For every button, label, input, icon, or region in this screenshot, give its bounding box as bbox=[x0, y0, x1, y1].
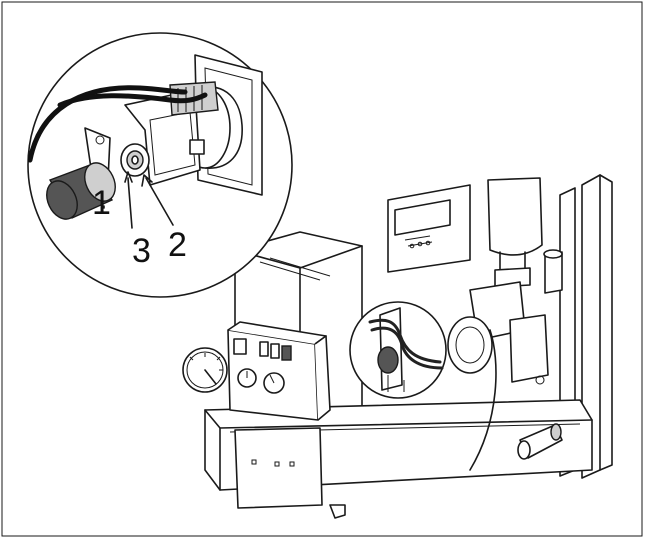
callout-label-1: 1 bbox=[92, 184, 111, 222]
boiler-unit bbox=[182, 174, 613, 519]
sensor-cable-1 bbox=[27, 85, 188, 163]
pressure-gauge bbox=[182, 347, 228, 393]
lower-cover bbox=[234, 427, 323, 509]
callout-line-2 bbox=[145, 177, 174, 226]
drain-valve bbox=[517, 423, 563, 460]
sensor-nut bbox=[120, 143, 150, 177]
sensor-cable-2 bbox=[57, 92, 208, 108]
panel-switch bbox=[233, 338, 247, 355]
sensor-location-inset bbox=[349, 301, 447, 399]
circulation-pump bbox=[447, 281, 549, 471]
callout-line-3 bbox=[127, 177, 133, 229]
detail-magnifier bbox=[27, 32, 293, 298]
expansion-vessel bbox=[487, 177, 543, 256]
sensor-body bbox=[46, 127, 116, 220]
panel-indicator-1 bbox=[259, 341, 269, 357]
callout-label-3: 3 bbox=[132, 232, 151, 270]
panel-indicator-2 bbox=[270, 343, 280, 359]
panel-indicator-3 bbox=[281, 345, 292, 361]
callout-label-2: 2 bbox=[168, 226, 187, 264]
